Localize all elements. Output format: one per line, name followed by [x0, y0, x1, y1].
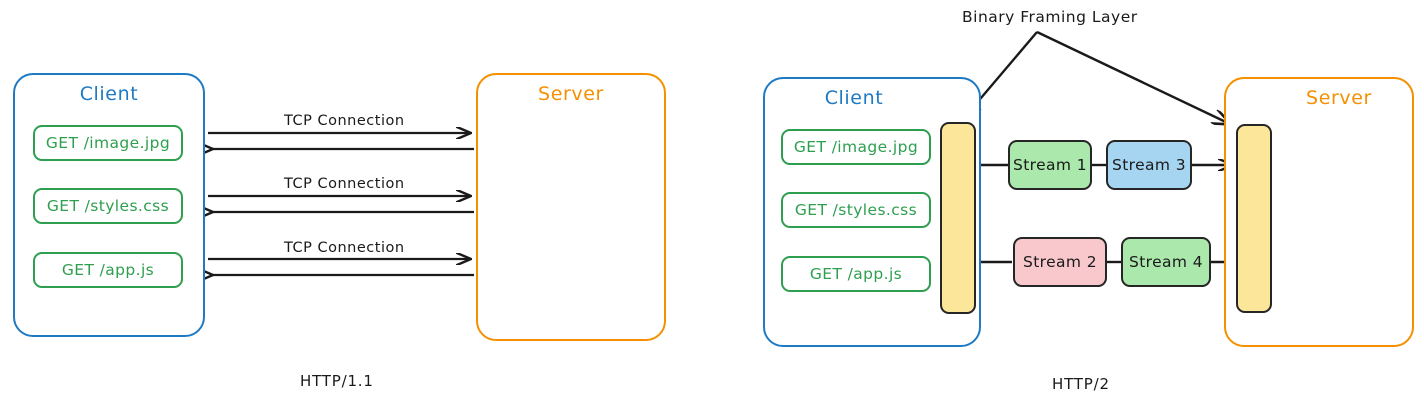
tcp-connection-arrows-1 — [208, 133, 474, 149]
tcp-connection-arrows-2 — [208, 196, 474, 212]
http2-request-styles-css[interactable]: GET /styles.css — [781, 192, 931, 228]
http2-request-app-js[interactable]: GET /app.js — [781, 256, 931, 292]
binary-framing-layer-annotation: Binary Framing Layer — [962, 8, 1138, 26]
stream-chip-stream-4[interactable]: Stream 4 — [1121, 237, 1211, 287]
tcp-connection-arrows-3 — [208, 259, 474, 275]
http11-request-app-js[interactable]: GET /app.js — [33, 252, 183, 288]
http11-request-image-jpg[interactable]: GET /image.jpg — [33, 125, 183, 161]
stream-chip-stream-2[interactable]: Stream 2 — [1013, 237, 1107, 287]
stream-chip-stream-3[interactable]: Stream 3 — [1106, 140, 1192, 190]
http11-client-title: Client — [79, 83, 139, 105]
http11-server-box: Server — [476, 73, 666, 341]
http2-client-binary-framing-bar — [940, 122, 976, 314]
tcp-connection-label-3: TCP Connection — [284, 240, 405, 256]
binary-framing-callout-arrows — [964, 30, 1230, 124]
http2-server-binary-framing-bar — [1236, 124, 1272, 313]
http2-caption: HTTP/2 — [1052, 375, 1110, 393]
http2-server-title: Server — [1306, 87, 1372, 109]
http11-server-title: Server — [538, 83, 604, 105]
tcp-connection-label-2: TCP Connection — [284, 176, 405, 192]
http2-client-title: Client — [824, 87, 884, 109]
tcp-connection-label-1: TCP Connection — [284, 113, 405, 129]
http11-request-styles-css[interactable]: GET /styles.css — [33, 188, 183, 224]
stream-chip-stream-1[interactable]: Stream 1 — [1008, 140, 1092, 190]
http11-caption: HTTP/1.1 — [300, 372, 374, 390]
http2-request-image-jpg[interactable]: GET /image.jpg — [781, 129, 931, 165]
